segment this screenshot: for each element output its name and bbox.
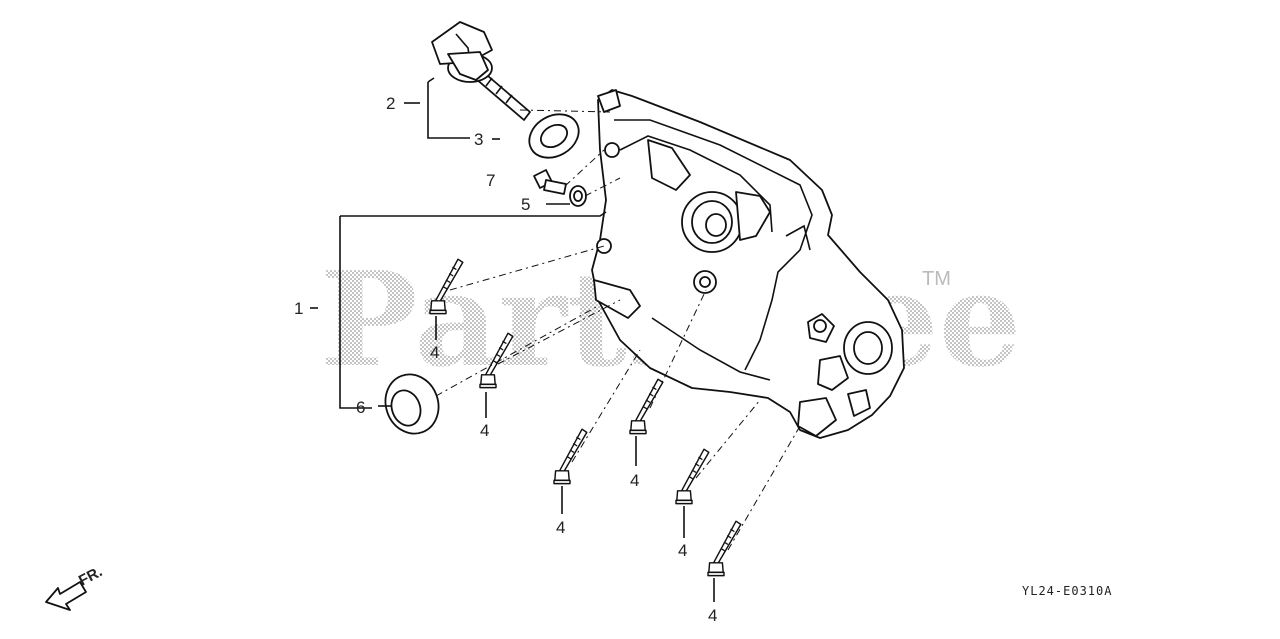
- callout-4a: 4: [430, 343, 439, 362]
- callout-4c: 4: [630, 471, 639, 490]
- callout-4d: 4: [556, 518, 565, 537]
- leader-lines: [310, 77, 715, 602]
- oil-seal: [384, 373, 440, 435]
- callouts: 1 2 3 7 5 6 4 4 4 4 4 4: [294, 94, 717, 625]
- callout-4e: 4: [678, 541, 687, 560]
- flange-bolt-e: [675, 448, 710, 505]
- crankcase-cover: [591, 89, 905, 439]
- diagram-code: YL24-E0310A: [1022, 584, 1112, 598]
- callout-5: 5: [521, 195, 530, 214]
- direction-arrow-icon: [45, 581, 87, 611]
- callout-4b: 4: [480, 421, 489, 440]
- flange-bolt-f: [707, 520, 742, 577]
- callout-3: 3: [474, 130, 483, 149]
- washer: [528, 113, 580, 159]
- callout-2: 2: [386, 94, 395, 113]
- callout-7: 7: [486, 171, 495, 190]
- flange-bolt-d: [553, 428, 588, 485]
- nut: [569, 185, 587, 207]
- callout-4f: 4: [708, 606, 717, 625]
- oil-filler-cap: [431, 21, 531, 121]
- small-bolt: [533, 169, 567, 195]
- front-direction-indicator: FR.: [45, 563, 105, 611]
- callout-6: 6: [356, 398, 365, 417]
- callout-1: 1: [294, 299, 303, 318]
- trademark-symbol: TM: [922, 268, 951, 290]
- assembly-lines: [435, 109, 801, 551]
